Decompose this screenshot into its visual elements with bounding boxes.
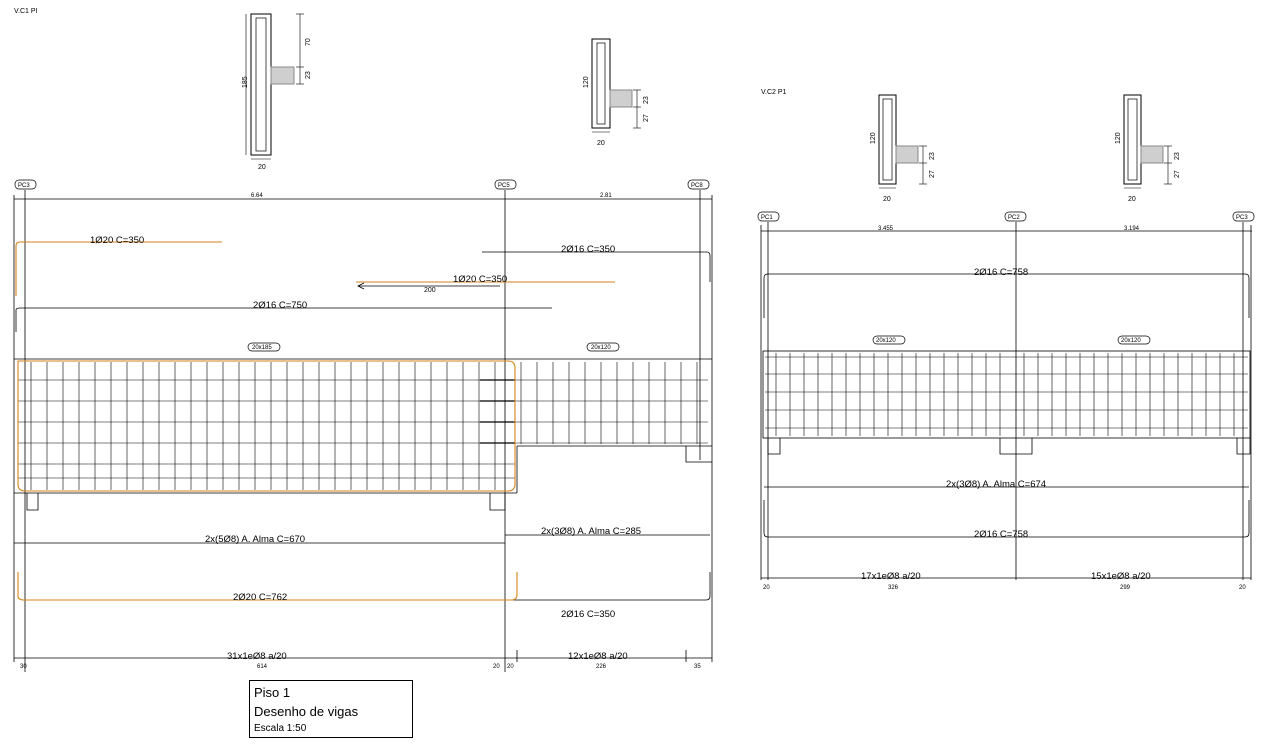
beam1-stirrups-left: 31x1eØ8 a/20 [227, 651, 287, 662]
beam2-support-tags [757, 211, 1255, 345]
beam1-stirrups-right: 12x1eØ8 a/20 [568, 651, 628, 662]
beam1-bottom-dim-4: 20 [507, 664, 514, 670]
beam2-stirrups [765, 353, 1248, 436]
beam1-rebar-top-left: 1Ø20 C=350 [90, 235, 144, 246]
beam2-rebar-web: 2x(3Ø8) A. Alma C=674 [946, 479, 1046, 490]
beam1-elevation-lines [13, 190, 713, 672]
beam1-section-a-height: 185 [242, 76, 249, 88]
beam1-support-pc8: PC8 [691, 183, 703, 189]
beam2-elevation-lines [760, 222, 1252, 580]
beam1-section-a-dim2: 23 [305, 71, 312, 79]
beam2-rebar-top: 2Ø16 C=758 [974, 267, 1028, 278]
beam2-section-a-dim1: 23 [929, 152, 936, 160]
beam1-section-a [245, 13, 304, 160]
beam2-section-a-dim2: 27 [929, 170, 936, 178]
beam1-section-tag-a: 20x185 [252, 345, 272, 351]
beam2-support-pc1: PC1 [761, 215, 773, 221]
beam2-section-a-height: 120 [870, 132, 877, 144]
beam1-section-tag-b: 20x120 [591, 345, 611, 351]
beam2-section-b [1123, 94, 1172, 189]
title-floor: Piso 1 [254, 685, 291, 700]
title-scale: Escala 1:50 [254, 723, 307, 734]
beam1-rebar-bottom: 2Ø20 C=762 [233, 592, 287, 603]
beam2-support-pc2: PC2 [1008, 215, 1020, 221]
beam2-stirrups-left: 17x1eØ8 a/20 [861, 571, 921, 582]
beam2-span-2: 3.194 [1124, 226, 1140, 232]
beam2-section-b-width: 20 [1128, 196, 1136, 203]
title-block: Piso 1 Desenho de vigas Escala 1:50 [249, 680, 413, 738]
beam1-label: V.C1 PI [14, 8, 38, 15]
beam2-section-a [878, 94, 927, 189]
beam2-section-b-height: 120 [1115, 132, 1122, 144]
beam1-support-tags [14, 179, 710, 352]
beam1-rebar-top-continuous: 2Ø16 C=750 [253, 300, 307, 311]
beam1-rebar-top-mid: 1Ø20 C=350 [453, 274, 507, 285]
beam2-label: V.C2 P1 [761, 89, 787, 96]
beam2-section-tag-b: 20x120 [1121, 338, 1141, 344]
beam1-section-b-width: 20 [597, 140, 605, 147]
beam1-bottom-dim-2: 614 [257, 664, 268, 670]
beam1-section-b-dim2: 27 [643, 114, 650, 122]
beam2-section-tag-a: 20x120 [876, 338, 896, 344]
beam1-rebar-top-right: 2Ø16 C=350 [561, 244, 615, 255]
beam1-section-a-dim1: 70 [305, 38, 312, 46]
beam2-bottom-dim-3: 299 [1120, 585, 1131, 591]
beam1-span-2: 2.81 [600, 193, 612, 199]
beam1-span-1: 6.64 [251, 193, 263, 199]
beam1-bottom-dim-1: 30 [20, 664, 27, 670]
beam1-stirrups [18, 362, 708, 490]
beam2-rebar-bottom: 2Ø16 C=758 [974, 529, 1028, 540]
beam1-section-b [591, 38, 641, 133]
beam2-bottom-dim-2: 326 [888, 585, 899, 591]
beam2-stirrups-right: 15x1eØ8 a/20 [1091, 571, 1151, 582]
beam2-section-b-dim2: 27 [1174, 170, 1181, 178]
beam1-rebar-web-right: 2x(3Ø8) A. Alma C=285 [541, 526, 641, 537]
beam2-span-1: 3.455 [878, 226, 894, 232]
beam2-section-a-width: 20 [883, 196, 891, 203]
beam1-section-a-width: 20 [258, 164, 266, 171]
beam1-support-pc5: PC5 [498, 183, 510, 189]
beam1-rebar-anchor-length: 200 [424, 287, 436, 294]
beam1-main-bars [15, 241, 615, 601]
beam2-bottom-dim-1: 20 [763, 585, 770, 591]
beam1-rebar-web-left: 2x(5Ø8) A. Alma C=670 [205, 534, 305, 545]
beam1-rebar-bottom-right: 2Ø16 C=350 [561, 609, 615, 620]
beam1-bottom-dim-5: 226 [596, 664, 607, 670]
beam1-section-b-dim1: 23 [643, 96, 650, 104]
beam1-bottom-dim-6: 35 [694, 664, 701, 670]
beam2-section-b-dim1: 23 [1174, 152, 1181, 160]
beam1-bottom-dim-3: 20 [493, 664, 500, 670]
beam2-bottom-dim-4: 20 [1239, 585, 1246, 591]
title-drawing-name: Desenho de vigas [254, 704, 359, 719]
beam1-support-pc3: PC3 [18, 183, 30, 189]
beam2-support-pc3: PC3 [1236, 215, 1248, 221]
beam1-section-b-height: 120 [583, 76, 590, 88]
